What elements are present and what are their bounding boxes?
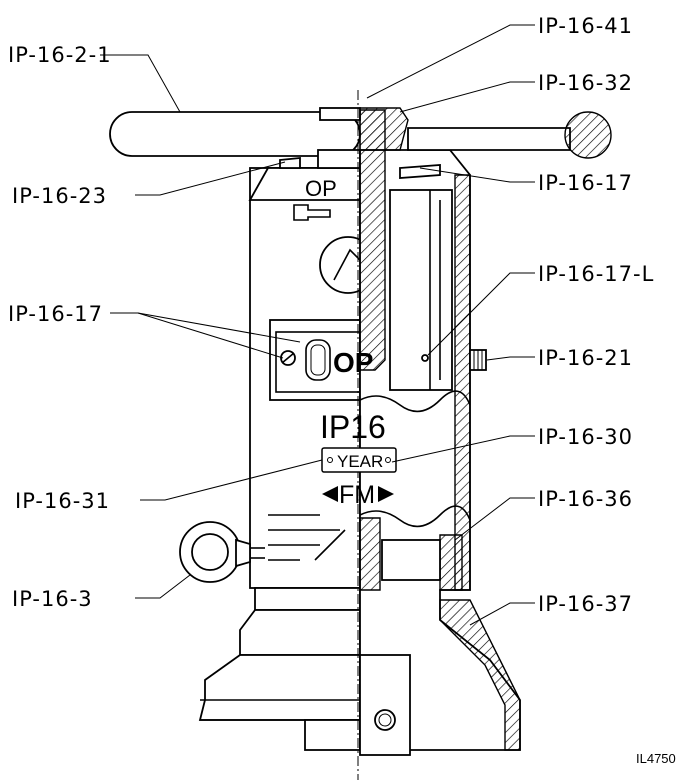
- label-ip-16-37: IP-16-37: [538, 592, 633, 616]
- label-ip-16-17-left: IP-16-17: [8, 302, 103, 326]
- label-ip-16-17-top: IP-16-17: [538, 171, 633, 195]
- body-markings: OP OP IP16 YEAR FM: [305, 176, 397, 509]
- figure-id: IL4750: [636, 751, 676, 766]
- label-ip-16-23: IP-16-23: [12, 184, 107, 208]
- year-text: YEAR: [337, 452, 383, 471]
- model-text: IP16: [320, 409, 386, 445]
- label-ip-16-30: IP-16-30: [538, 425, 633, 449]
- clamp-body-exterior: [179, 167, 377, 751]
- label-ip-16-2-1: IP-16-2-1: [8, 43, 112, 67]
- callout-labels: IP-16-2-1 IP-16-41 IP-16-32 IP-16-23 IP-…: [8, 14, 654, 616]
- label-ip-16-41: IP-16-41: [538, 14, 633, 38]
- label-ip-16-21: IP-16-21: [538, 346, 633, 370]
- label-ip-16-32: IP-16-32: [538, 71, 633, 95]
- label-ip-16-31: IP-16-31: [15, 489, 110, 513]
- tee-handle: [109, 107, 361, 169]
- fm-text: FM: [339, 481, 375, 509]
- op-window-text: OP: [333, 347, 373, 378]
- clamp-body-section: [359, 107, 612, 756]
- leader-lines: [100, 24, 535, 626]
- op-upper-text: OP: [305, 176, 337, 201]
- label-ip-16-3: IP-16-3: [12, 587, 93, 611]
- label-ip-16-36: IP-16-36: [538, 487, 633, 511]
- label-ip-16-17-l: IP-16-17-L: [538, 262, 654, 286]
